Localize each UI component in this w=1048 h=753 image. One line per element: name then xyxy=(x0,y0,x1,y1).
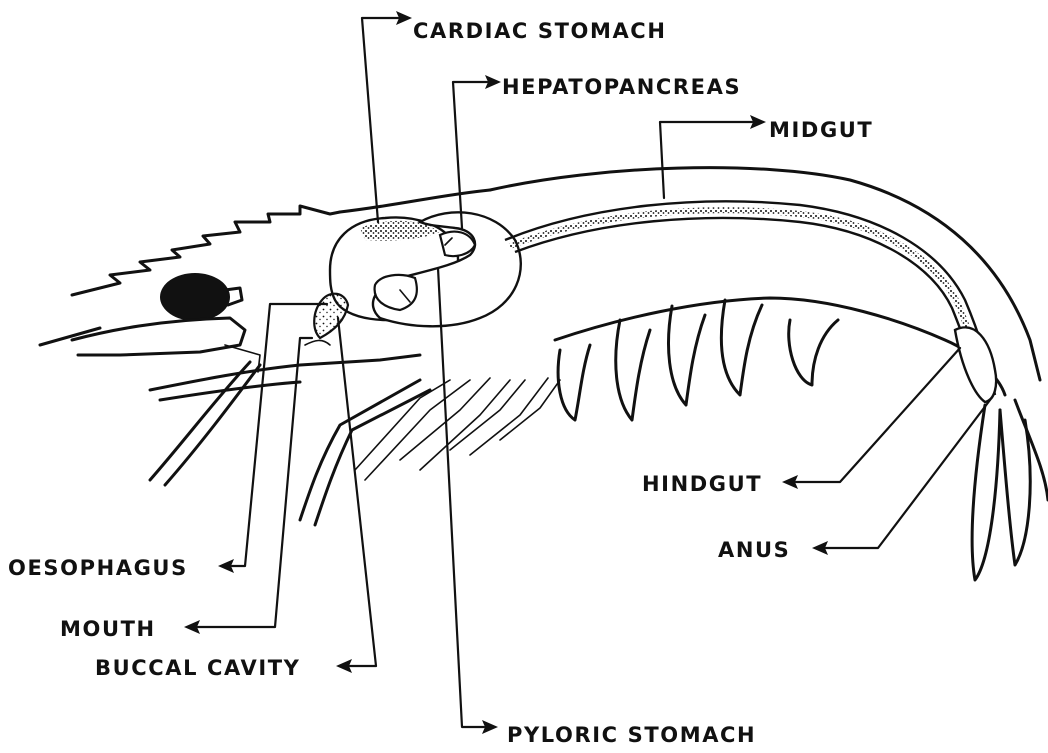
label-hindgut: HINDGUT xyxy=(642,472,762,496)
hindgut-organ xyxy=(955,327,996,402)
eye xyxy=(160,273,230,321)
label-pyloric-stomach: PYLORIC STOMACH xyxy=(507,723,756,747)
swimmerets xyxy=(558,300,838,420)
abdomen-outline xyxy=(490,168,1040,380)
label-oesophagus: OESOPHAGUS xyxy=(8,556,188,580)
carapace-outline xyxy=(340,190,490,212)
label-anus: ANUS xyxy=(718,538,790,562)
label-cardiac-stomach: CARDIAC STOMACH xyxy=(413,19,667,43)
tail-fan xyxy=(972,400,1048,580)
label-midgut: MIDGUT xyxy=(769,118,873,142)
oesophagus-organ xyxy=(314,294,348,338)
label-hepatopancreas: HEPATOPANCREAS xyxy=(502,75,741,99)
label-mouth: MOUTH xyxy=(60,617,156,641)
prawn-body xyxy=(40,168,1048,580)
digestive-tract xyxy=(305,201,996,402)
label-buccal-cavity: BUCCAL CAVITY xyxy=(95,656,300,680)
walking-legs xyxy=(300,378,560,525)
labels: CARDIAC STOMACH HEPATOPANCREAS MIDGUT HI… xyxy=(8,19,873,747)
